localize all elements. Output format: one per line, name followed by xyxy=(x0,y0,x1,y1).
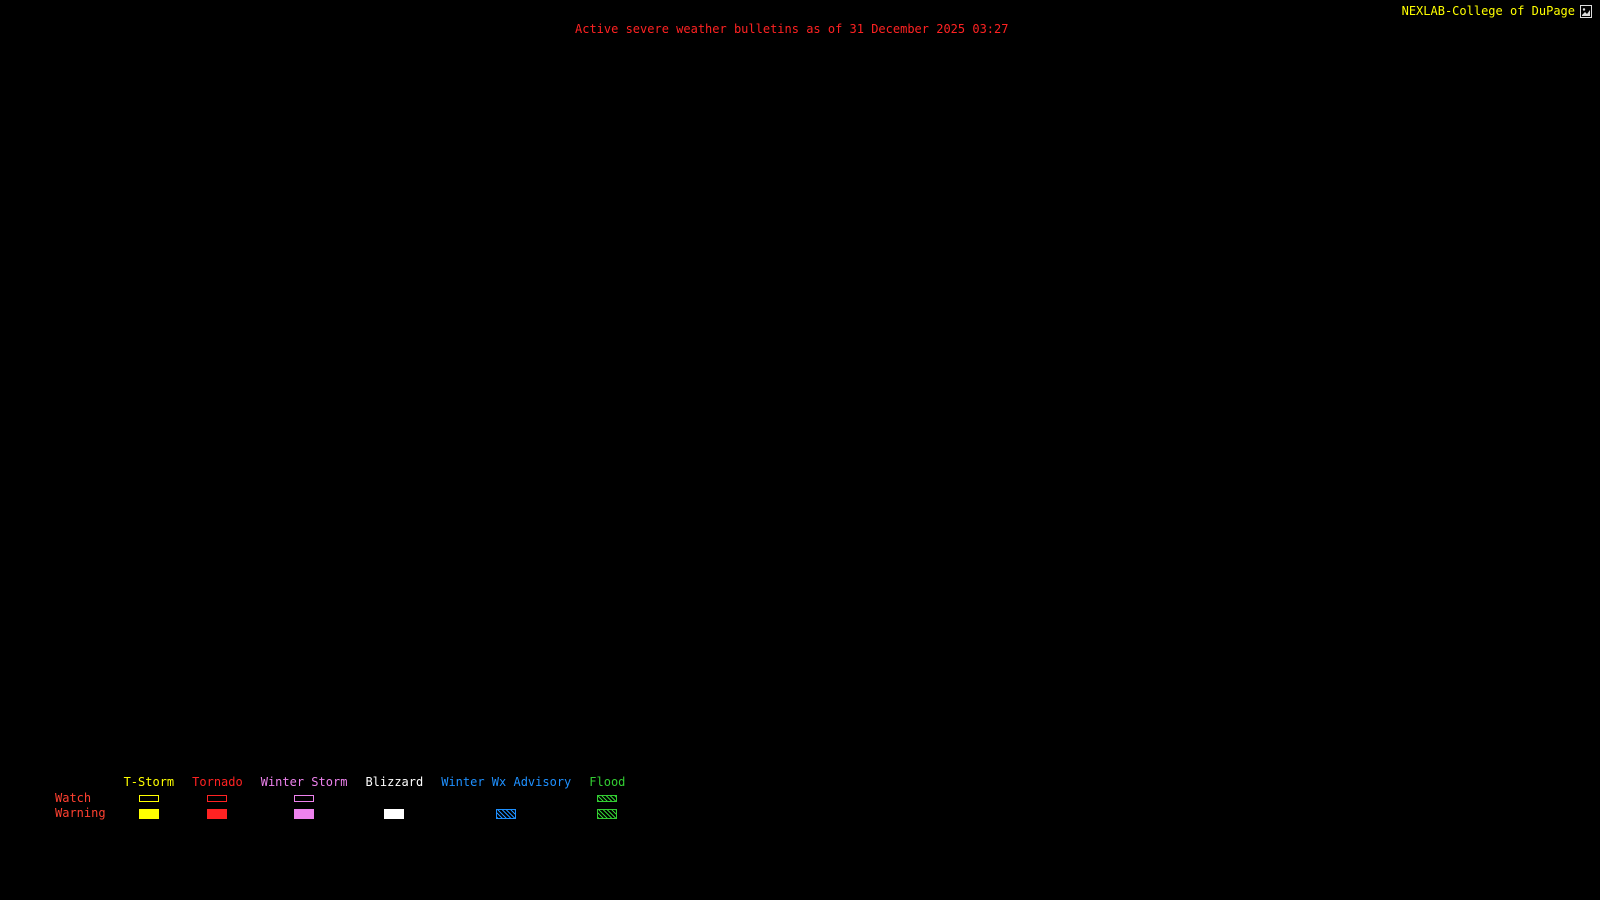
legend-column-tornado: Tornado xyxy=(192,776,243,821)
t-storm-watch-slot xyxy=(138,791,159,806)
t-storm-label: T-Storm xyxy=(123,775,175,789)
blizzard-label: Blizzard xyxy=(365,775,424,789)
winter-wx-advisory-warning-swatch xyxy=(496,808,517,819)
blizzard-warning-swatch xyxy=(384,808,405,819)
flood-label: Flood xyxy=(589,775,626,789)
flood-warning-slot xyxy=(597,806,618,821)
legend-column-winter-storm: Winter Storm xyxy=(260,775,348,821)
t-storm-watch-swatch xyxy=(138,795,159,802)
legend-watch-label: Watch xyxy=(55,791,92,805)
tornado-warning-swatch xyxy=(207,808,228,819)
legend-column-t-storm: T-Storm xyxy=(123,775,175,821)
winter-storm-watch-swatch xyxy=(294,795,315,802)
t-storm-warning-swatch xyxy=(138,808,159,819)
flood-watch-swatch xyxy=(597,795,618,802)
winter-storm-watch-slot xyxy=(294,791,315,806)
winter-wx-advisory-label: Winter Wx Advisory xyxy=(441,775,572,789)
legend-column-flood: Flood xyxy=(589,776,625,821)
flood-warning-swatch xyxy=(597,808,618,819)
legend-label-spacer xyxy=(55,776,106,791)
tornado-watch-slot xyxy=(207,791,228,806)
bulletin-timestamp-title: Active severe weather bulletins as of 31… xyxy=(575,22,1009,36)
brand-label: NEXLAB-College of DuPage xyxy=(1401,4,1575,18)
legend-column-winter-wx-advisory: Winter Wx Advisory xyxy=(441,776,571,821)
winter-storm-warning-slot xyxy=(294,806,315,821)
blizzard-warning-slot xyxy=(384,806,405,821)
winter-storm-label: Winter Storm xyxy=(260,775,348,789)
legend-columns: T-Storm Tornado Winter Storm Blizzard Winter… xyxy=(123,775,625,821)
winter-storm-warning-swatch xyxy=(294,808,315,819)
legend: Watch Warning T-Storm Tornado Winter Storm… xyxy=(55,776,625,821)
legend-column-blizzard: Blizzard xyxy=(365,776,423,821)
winter-wx-advisory-warning-slot xyxy=(496,806,517,821)
flood-watch-slot xyxy=(597,791,618,806)
brand-logo-icon xyxy=(1580,4,1592,18)
legend-warning-label: Warning xyxy=(55,806,106,820)
brand: NEXLAB-College of DuPage xyxy=(1402,4,1592,18)
tornado-label: Tornado xyxy=(192,775,243,789)
t-storm-warning-slot xyxy=(138,806,159,821)
legend-row-labels: Watch Warning xyxy=(55,776,106,821)
tornado-watch-swatch xyxy=(207,795,228,802)
tornado-warning-slot xyxy=(207,806,228,821)
